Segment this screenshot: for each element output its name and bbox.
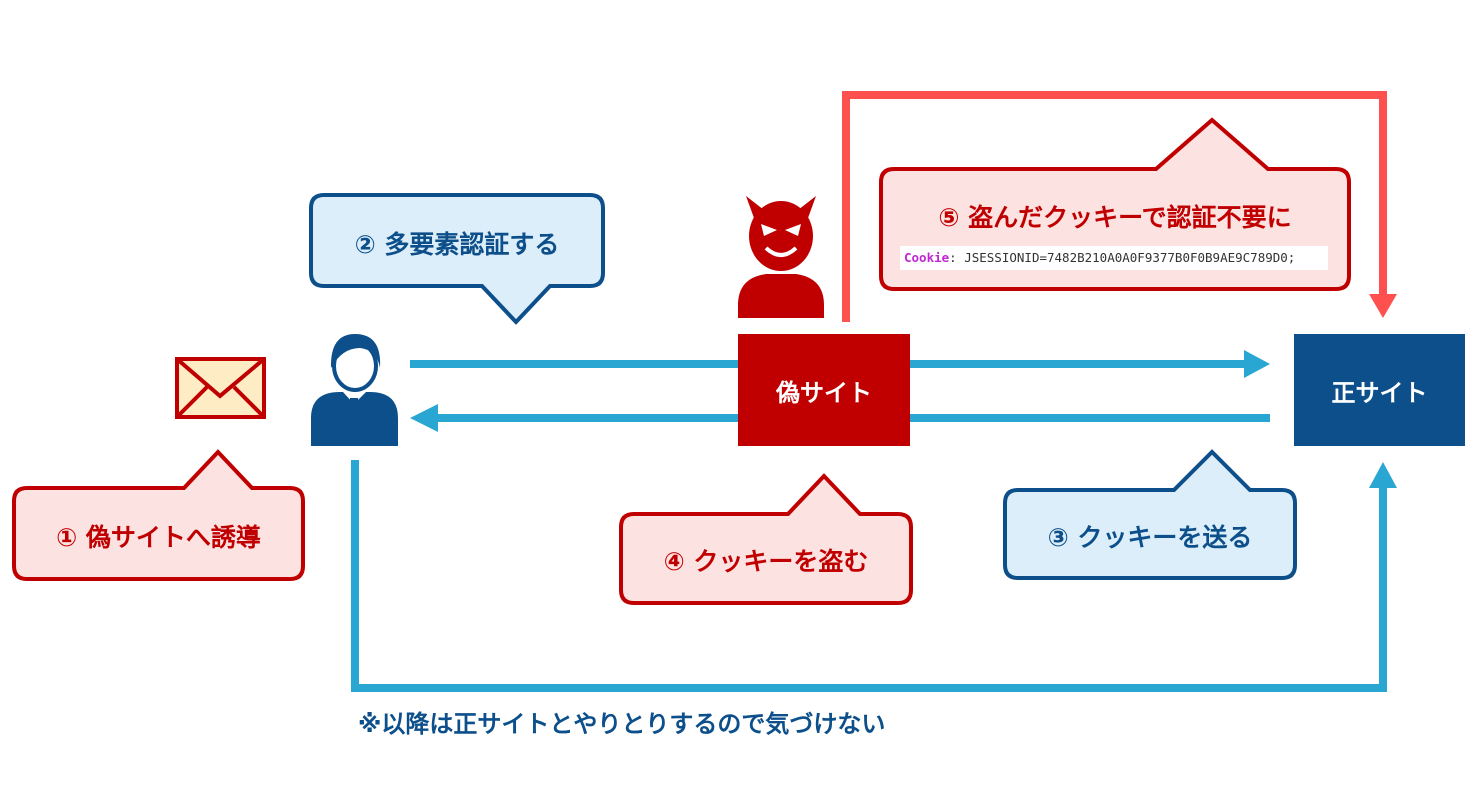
callout-step5-label: ⑤ 盗んだクッキーで認証不要に xyxy=(938,203,1292,232)
callout-step3-label: ③ クッキーを送る xyxy=(1047,523,1253,552)
callout-step3-shape xyxy=(1003,449,1297,580)
footnote: ※以降は正サイトとやりとりするので気づけない xyxy=(358,710,886,738)
callout-step2-label: ② 多要素認証する xyxy=(354,230,560,259)
envelope-icon xyxy=(175,357,266,419)
direct-connection-arrow xyxy=(351,460,1397,692)
real-site-box: 正サイト xyxy=(1294,334,1465,446)
cookie-line: Cookie: JSESSIONID=7482B210A0A0F9377B0F0… xyxy=(904,250,1295,265)
user-icon xyxy=(311,334,398,446)
callout-step4-shape xyxy=(619,473,913,605)
fake-site-box: 偽サイト xyxy=(738,334,910,446)
fake-site-label: 偽サイト xyxy=(776,378,872,407)
user-to-real-site-arrow xyxy=(410,350,1270,378)
cookie-key: Cookie xyxy=(904,250,950,265)
callout-step1-label: ① 偽サイトへ誘導 xyxy=(56,523,261,552)
callout-step1-shape xyxy=(12,449,305,581)
real-site-to-user-arrow xyxy=(410,404,1270,432)
real-site-label: 正サイト xyxy=(1331,378,1428,407)
cookie-strip xyxy=(900,246,1328,270)
attacker-to-real-site-arrow xyxy=(842,91,1397,322)
callout-step2-shape xyxy=(309,193,605,325)
devil-icon xyxy=(738,196,824,318)
cookie-value: : JSESSIONID=7482B210A0A0F9377B0F0B9AE9C… xyxy=(949,250,1296,265)
callout-step4-label: ④ クッキーを盗む xyxy=(663,547,869,576)
